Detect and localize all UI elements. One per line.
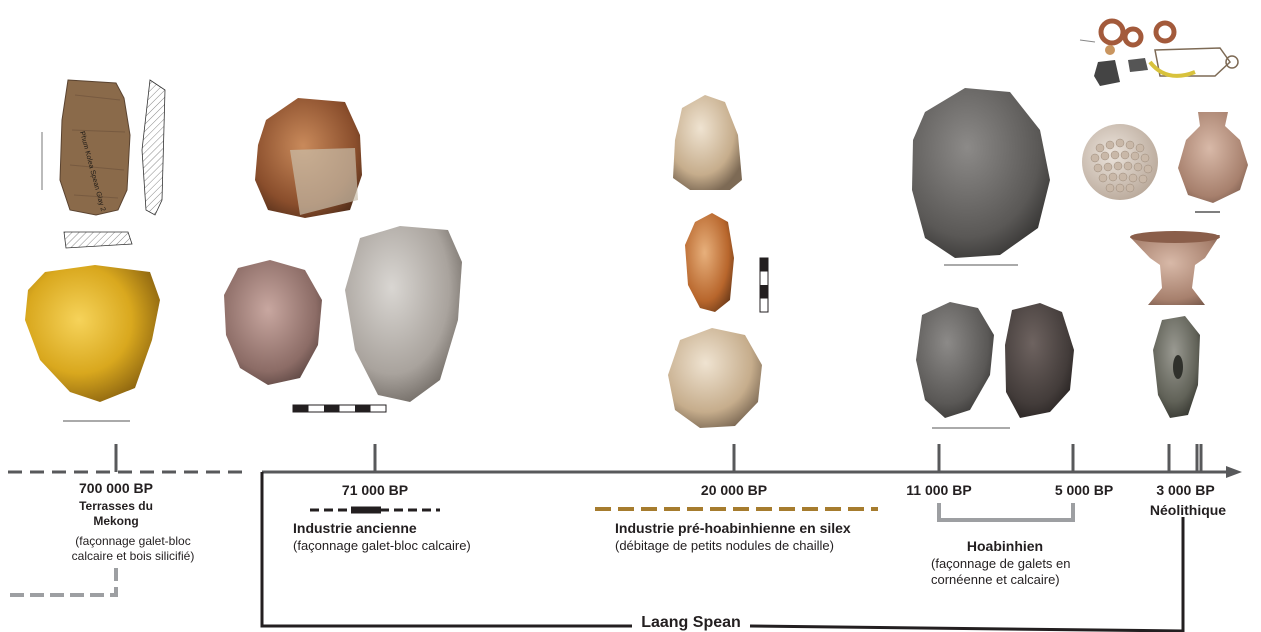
mekong-description: (façonnage galet-bloc calcaire et bois s…	[58, 534, 208, 564]
hoabinhien-artifacts	[912, 88, 1074, 428]
date-700000: 700 000 BP	[66, 480, 166, 496]
prehoabinhienne-title: Industrie pré-hoabinhienne en silex	[615, 520, 851, 536]
date-20000: 20 000 BP	[684, 482, 784, 498]
date-5000: 5 000 BP	[1034, 482, 1134, 498]
flint-nodule-bottom	[668, 328, 762, 428]
date-11000: 11 000 BP	[889, 482, 989, 498]
ancienne-artifacts	[224, 98, 462, 412]
hoabinhien-title: Hoabinhien	[945, 538, 1065, 554]
neolithique-artifacts	[1065, 5, 1253, 418]
sumatralith-large	[912, 88, 1050, 258]
section-drawing-hatched	[142, 80, 165, 215]
cross-section-hatched	[64, 232, 132, 248]
globular-pottery-jar	[1178, 112, 1248, 203]
flint-flake-top	[673, 95, 742, 190]
burial-plan-drawing	[1065, 5, 1253, 105]
neolithique-title: Néolithique	[1138, 502, 1238, 518]
scale-bar-ancienne	[293, 405, 386, 412]
yellow-pebble-tool	[25, 265, 160, 402]
ancienne-title: Industrie ancienne	[293, 520, 417, 536]
flint-flake-middle	[685, 213, 734, 312]
prehoabinhienne-artifacts	[668, 95, 768, 428]
axis-ticks	[116, 444, 1201, 472]
shell-beads-photo	[1082, 124, 1158, 200]
mekong-bracket-dashed	[10, 568, 116, 595]
ancienne-description: (façonnage galet-bloc calcaire)	[293, 538, 471, 554]
date-3000: 3 000 BP	[1138, 482, 1233, 498]
pink-chopper-tool	[224, 260, 322, 385]
axis-arrow	[1226, 466, 1242, 478]
short-axe-left	[916, 302, 994, 418]
prehoabinhienne-description: (débitage de petits nodules de chaille)	[615, 538, 834, 554]
laang-spean-label: Laang Spean	[632, 614, 750, 632]
pedestal-bowl	[1130, 235, 1220, 305]
mekong-artifacts: Phum Kolea Spean Glay 2	[25, 80, 165, 421]
date-71000: 71 000 BP	[325, 482, 425, 498]
short-axe-right	[1005, 303, 1074, 418]
hoabinhien-description: (façonnage de galets en cornéenne et cal…	[931, 556, 1093, 588]
scale-bar-vertical	[760, 258, 768, 312]
hoabinhien-bracket	[939, 503, 1073, 520]
mekong-title: Terrasses du Mekong	[66, 499, 166, 529]
gray-chopper-tool	[345, 226, 462, 402]
ancienne-range	[310, 507, 440, 514]
